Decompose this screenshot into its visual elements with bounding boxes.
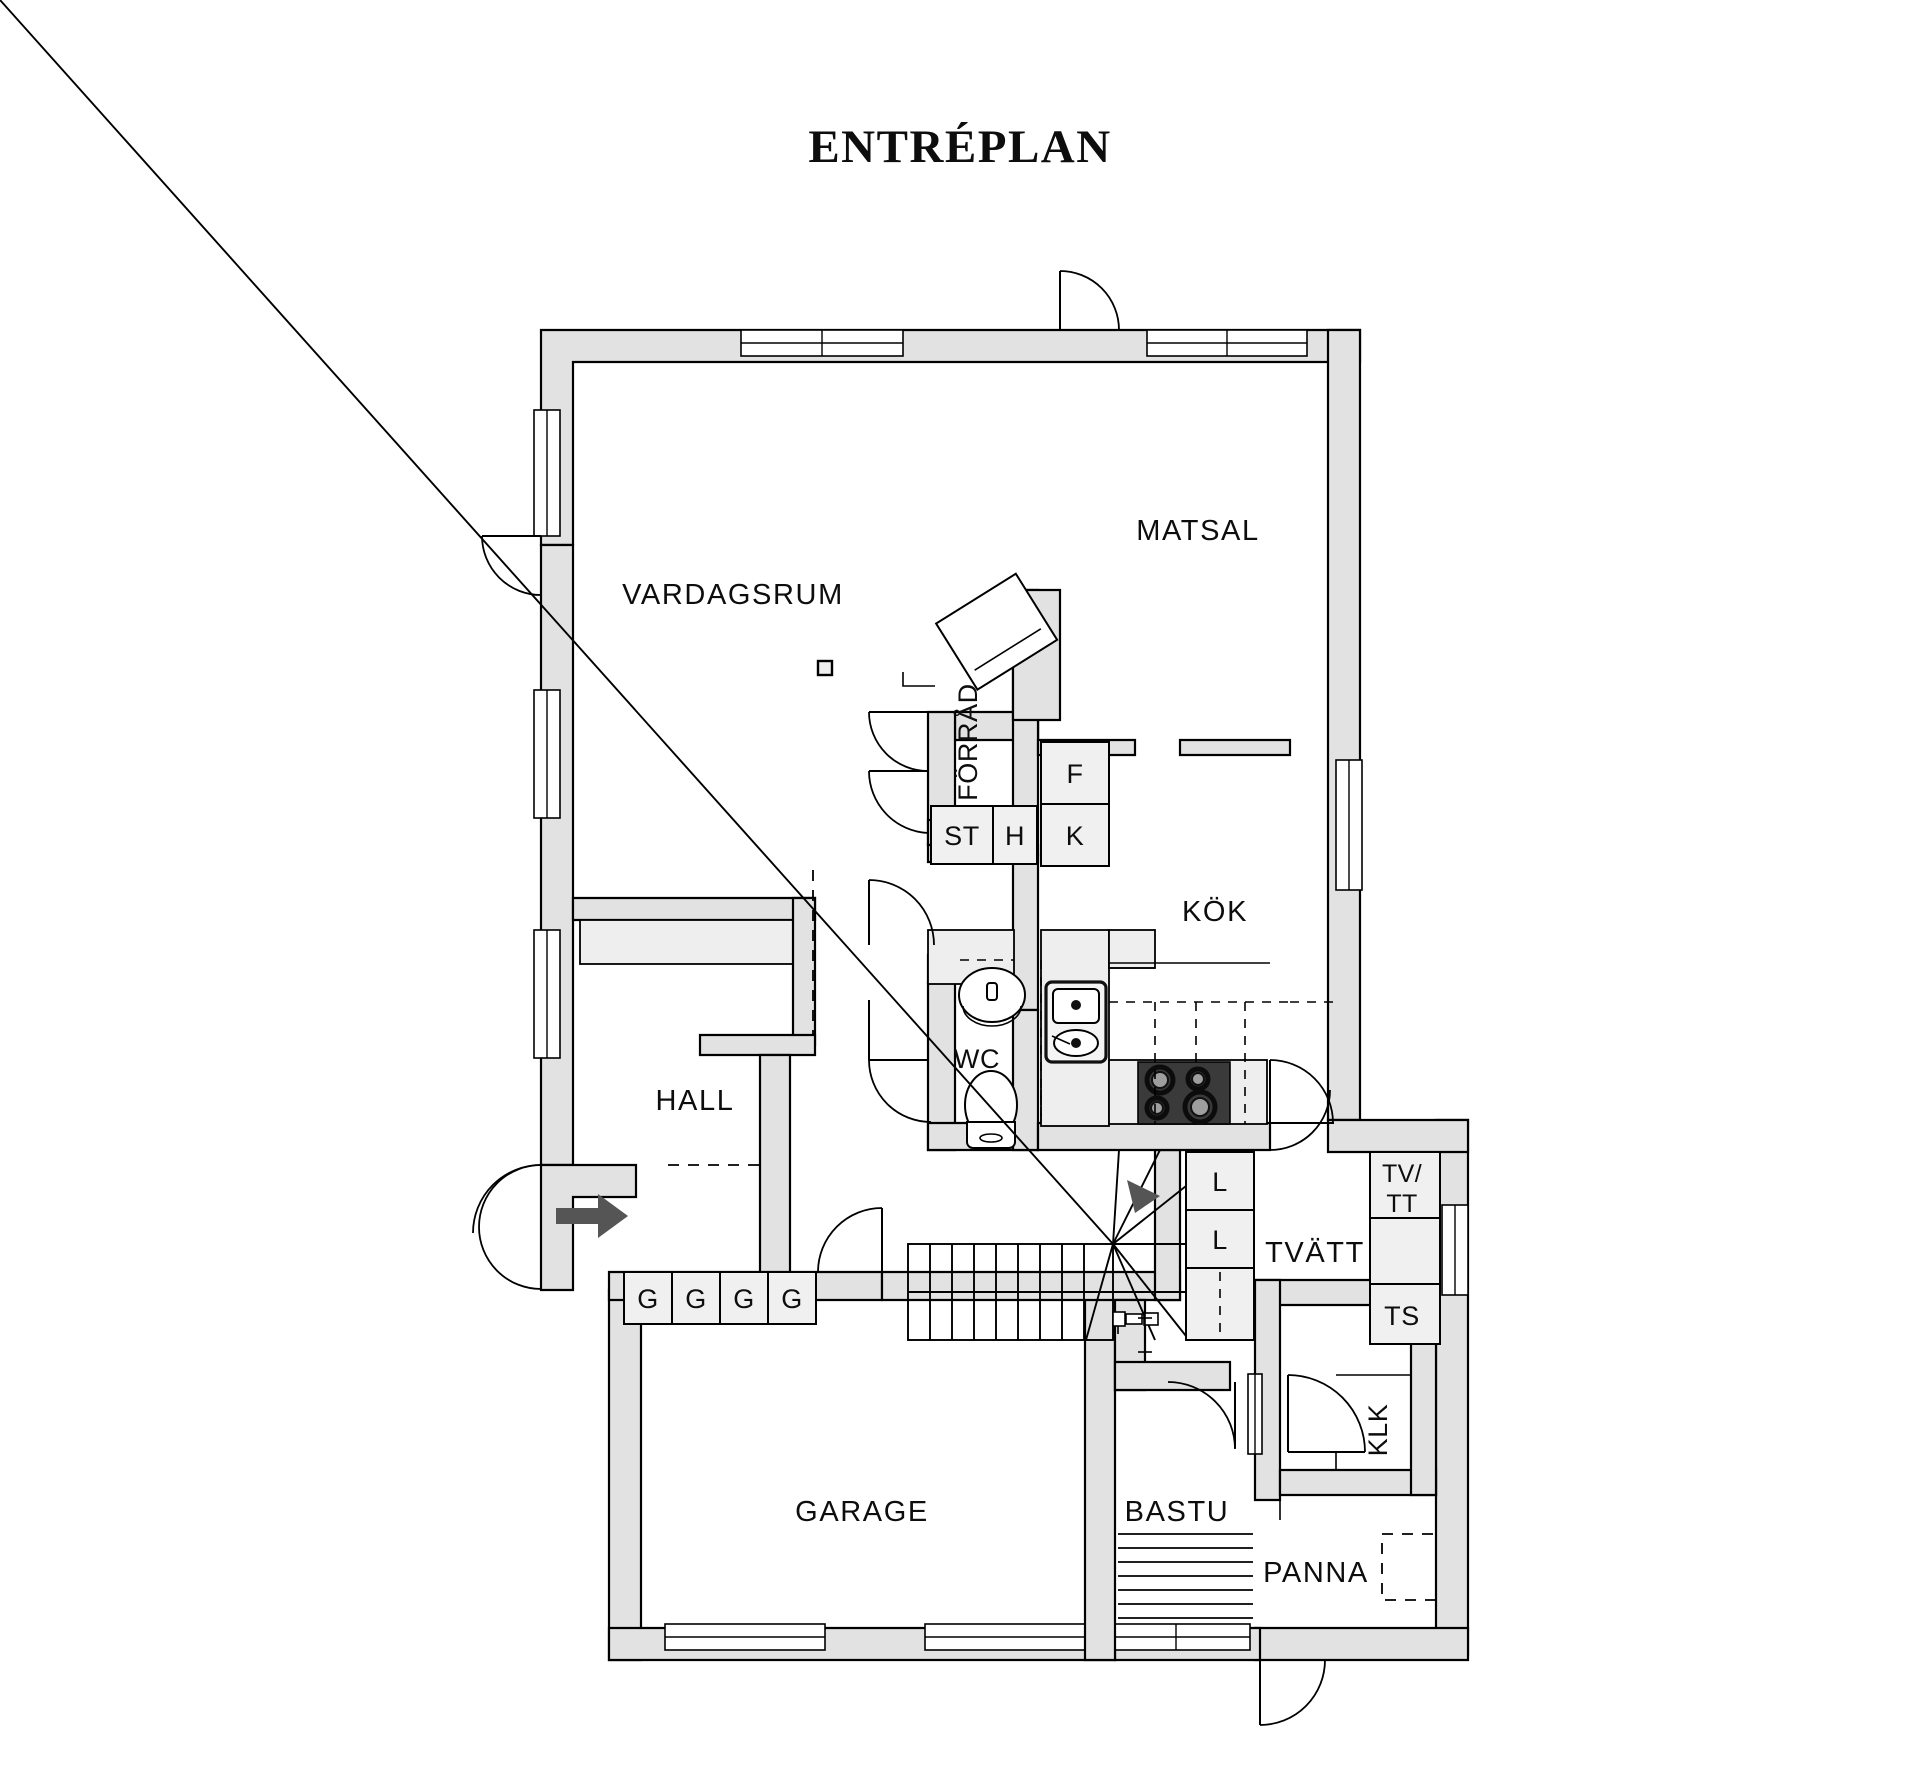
- label-klk: KLK: [1363, 1404, 1393, 1457]
- label-ts: TS: [1384, 1301, 1420, 1331]
- label-k: K: [1066, 821, 1085, 851]
- label-tv-tt-2: TT: [1386, 1190, 1417, 1218]
- label-hall: HALL: [656, 1085, 735, 1117]
- label-g4: G: [781, 1284, 803, 1314]
- label-f: F: [1066, 759, 1083, 789]
- kitchen-sink: [1044, 980, 1108, 1064]
- dashed-openings: [668, 870, 816, 1272]
- label-l1: L: [1212, 1167, 1228, 1197]
- label-g3: G: [733, 1284, 755, 1314]
- stove-hob: [1137, 1061, 1231, 1125]
- stair-up-direction-arrow: [1127, 1180, 1160, 1213]
- entry-direction-arrow: [556, 1194, 628, 1238]
- label-wc: WC: [954, 1044, 1000, 1074]
- room-labels: VARDAGSRUM MATSAL KÖK HALL GARAGE WC TVÄ…: [622, 515, 1393, 1589]
- window-garage-1: [664, 1623, 826, 1651]
- boiler-outline: [1381, 1533, 1437, 1601]
- label-matsal: MATSAL: [1136, 515, 1259, 547]
- label-g2: G: [685, 1284, 707, 1314]
- window-right-1: [1335, 759, 1363, 891]
- cabinet-labels: ST H F K L L TV/ TT TS G G G G: [637, 759, 1422, 1331]
- label-l2: L: [1212, 1225, 1228, 1255]
- cabinet-ts: [1369, 1283, 1441, 1345]
- window-left-3: [533, 929, 561, 1059]
- label-bastu: BASTU: [1125, 1496, 1230, 1528]
- cabinet-g4: [767, 1271, 817, 1325]
- cabinet-st: [930, 805, 994, 865]
- window-bastu: [1101, 1623, 1251, 1651]
- label-forrad: FÖRRÅD: [952, 683, 983, 801]
- cabinet-h: [992, 805, 1038, 865]
- wall-stub-marker: [902, 672, 935, 687]
- window-garage-2: [924, 1623, 1086, 1651]
- interior-walls: [571, 588, 1438, 1662]
- label-panna: PANNA: [1263, 1557, 1369, 1589]
- water-meter-icon: [1112, 1311, 1159, 1334]
- utility-lines: [1138, 1312, 1152, 1358]
- window-top-left: [740, 329, 904, 357]
- doors: [472, 270, 1366, 1726]
- window-top-right: [1146, 329, 1308, 357]
- floor-marker: [816, 659, 834, 677]
- klk-inner-outline: [1335, 1374, 1412, 1471]
- label-st: ST: [944, 821, 980, 851]
- cabinet-tv-tt: [1369, 1151, 1441, 1219]
- label-kok: KÖK: [1182, 896, 1248, 928]
- label-garage: GARAGE: [795, 1496, 929, 1528]
- cabinet-boxes: [623, 741, 1441, 1345]
- label-tv-tt-1: TV/: [1382, 1160, 1422, 1188]
- label-vardagsrum: VARDAGSRUM: [622, 579, 844, 611]
- label-g1: G: [637, 1284, 659, 1314]
- window-left-2: [533, 689, 561, 819]
- kitchen-counters: [927, 929, 1340, 1127]
- label-h: H: [1005, 821, 1025, 851]
- staircase: [0, 0, 1187, 1341]
- cabinet-f: [1040, 741, 1110, 805]
- window-right-2: [1441, 1204, 1469, 1296]
- page-title: ENTRÉPLAN: [808, 121, 1112, 173]
- cabinet-k: [1040, 803, 1110, 867]
- cabinet-g2: [671, 1271, 721, 1325]
- fireplace: [934, 572, 1062, 722]
- sauna-benches: [1118, 1533, 1253, 1619]
- cabinet-mid: [1369, 1217, 1441, 1285]
- window-left-1: [533, 409, 561, 537]
- label-tvatt: TVÄTT: [1265, 1237, 1365, 1269]
- cabinet-g1: [623, 1271, 673, 1325]
- windows: [533, 329, 1469, 1651]
